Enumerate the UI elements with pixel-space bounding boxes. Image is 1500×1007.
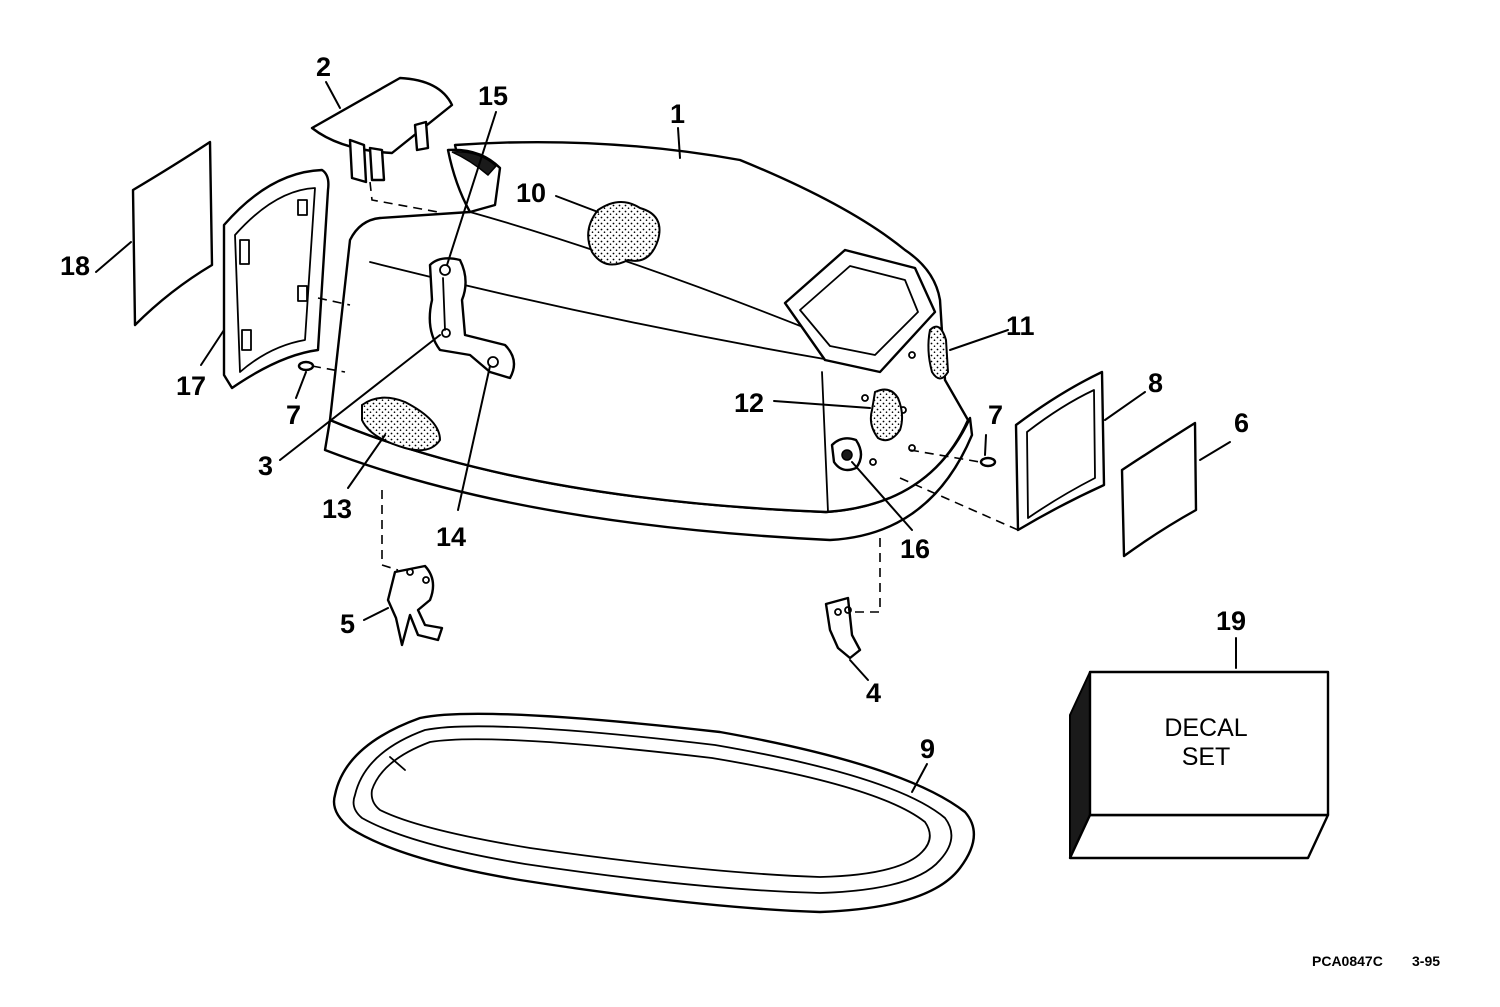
callout-11: 11 [1006,311,1035,341]
decal-label-line1: DECAL [1164,714,1247,742]
drawing-code: PCA0847C [1312,953,1383,969]
screw-right [979,456,997,468]
foam-pad-small [869,388,904,442]
callout-5: 5 [340,609,355,639]
latch-bracket [428,257,516,380]
callout-6: 6 [1234,408,1249,438]
callout-15: 15 [478,81,508,111]
callout-19: 19 [1216,606,1246,636]
callout-9: 9 [920,734,935,764]
callout-12: 12 [734,388,764,418]
screw-left [297,360,315,372]
front-decal [1120,421,1198,558]
foam-pad-top [587,201,661,266]
callout-2: 2 [316,52,331,82]
leader-lines [95,81,1237,793]
foam-pad-front [927,325,950,380]
callout-labels: 1 2 3 4 5 6 7 7 8 9 10 11 12 13 14 15 16… [60,52,1249,764]
decal-label-line2: SET [1182,743,1231,771]
callout-4: 4 [866,678,881,708]
front-trim-frame [1014,370,1106,532]
callout-3: 3 [258,451,273,481]
callout-7-right: 7 [988,400,1003,430]
callout-1: 1 [670,99,685,129]
decal-set-box [1068,670,1330,860]
callout-14: 14 [436,522,466,552]
callout-16: 16 [900,534,930,564]
rear-trim-frame [222,168,330,390]
rear-latch-bracket [386,564,444,647]
rear-cap [310,76,454,184]
callout-10: 10 [516,178,546,208]
callout-17: 17 [176,371,206,401]
rear-decal [131,140,214,327]
drawing-date: 3-95 [1412,953,1440,969]
front-latch-bracket [824,596,862,660]
seal-ring [332,712,976,914]
motor-cover [323,140,974,542]
callout-18: 18 [60,251,90,281]
assembly-lines [311,181,1019,613]
callout-13: 13 [322,494,352,524]
grommet [830,437,863,472]
callout-7-left: 7 [286,400,301,430]
callout-8: 8 [1148,368,1163,398]
